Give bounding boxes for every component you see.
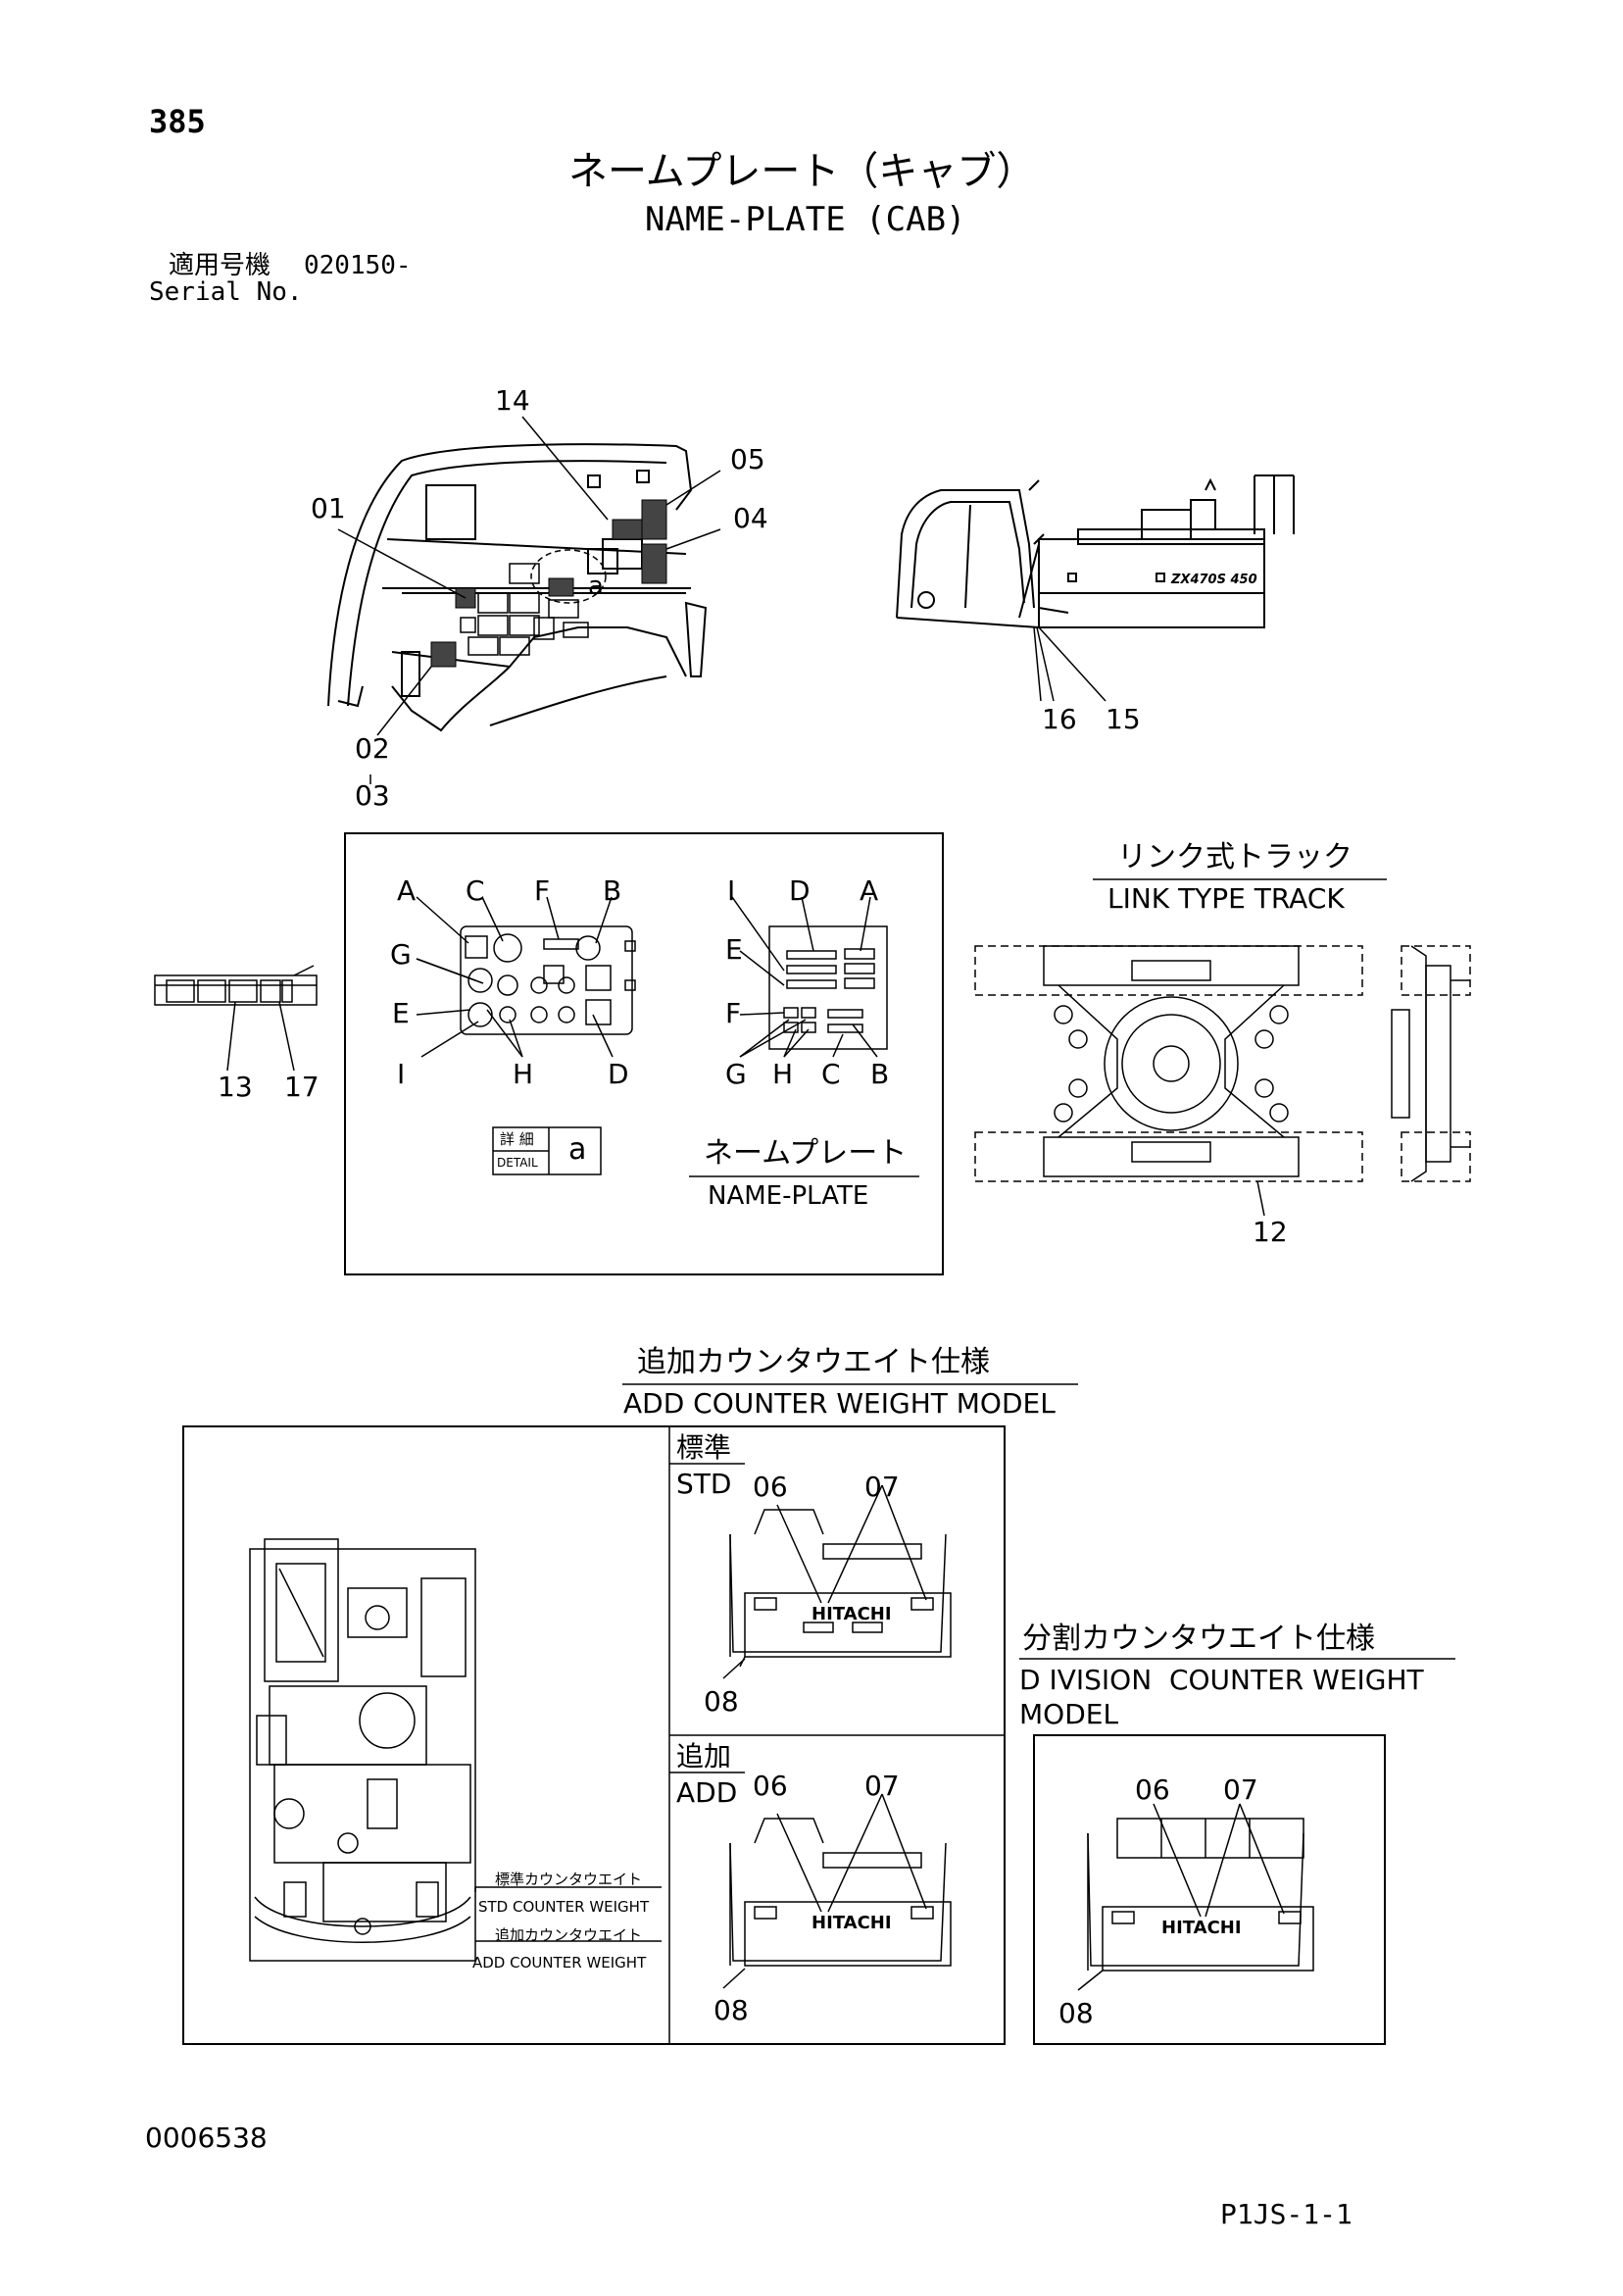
excavator-leader-lines (1033, 626, 1107, 702)
detail-a-leaders (416, 896, 614, 1058)
cab-panel-boxes (460, 549, 607, 656)
machine-model-badge: ZX470S 450 (1171, 573, 1257, 587)
top-view-leaders (474, 1886, 662, 1942)
add-brand-label: HITACHI (812, 1913, 892, 1933)
callout-14: 14 (495, 384, 530, 417)
std-cw-label-jp: 標準カウンタウエイト (495, 1871, 643, 1888)
small-panel-drawing (154, 965, 318, 1072)
std-callout-07: 07 (864, 1471, 900, 1503)
top-view-drawing (249, 1538, 476, 1962)
name-plate-leaders (689, 896, 919, 1177)
detail-letter-g: G (390, 938, 412, 971)
doc-number: 0006538 (145, 2121, 268, 2154)
detail-letter-e: E (392, 997, 410, 1029)
division-callout-06: 06 (1135, 1773, 1170, 1806)
division-callout-07: 07 (1223, 1773, 1258, 1806)
detail-a-drawing (460, 925, 636, 1035)
detail-box-jp: 詳 細 (500, 1130, 534, 1148)
track-drawing (974, 945, 1363, 1217)
callout-a: a (588, 572, 604, 601)
name-plate-title-jp: ネームプレート (704, 1136, 908, 1171)
detail-letter-a-top: A (397, 874, 417, 907)
add-callout-07: 07 (864, 1770, 900, 1802)
plate-letter-c: C (821, 1058, 841, 1090)
detail-letter-d-bottom: D (608, 1058, 629, 1090)
division-brand-label: HITACHI (1161, 1918, 1242, 1938)
detail-letter-c-top: C (466, 874, 485, 907)
std-leaders (722, 1484, 927, 1679)
detail-letter-h-bottom: H (513, 1058, 534, 1090)
callout-16: 16 (1042, 703, 1077, 735)
division-title-jp: 分割カウンタウエイト仕様 (1022, 1622, 1375, 1656)
plate-letter-i-top: I (727, 874, 736, 907)
callout-12: 12 (1253, 1216, 1288, 1248)
add-label-en: ADD (676, 1776, 738, 1809)
callout-17: 17 (284, 1071, 320, 1103)
name-plate-drawing (768, 925, 888, 1050)
name-plate-title-en: NAME-PLATE (708, 1181, 869, 1211)
detail-box-en: DETAIL (497, 1156, 538, 1170)
track-side-drawing (1391, 945, 1471, 1182)
plate-letter-f: F (725, 997, 742, 1029)
page-title-en: NAME-PLATE (CAB) (645, 200, 966, 239)
add-callout-06: 06 (753, 1770, 788, 1802)
page-code: P1JS-1-1 (1220, 2198, 1352, 2230)
detail-letter-b-top: B (603, 874, 622, 907)
std-brand-label: HITACHI (812, 1604, 892, 1624)
callout-01: 01 (311, 492, 346, 524)
serial-label-jp: 適用号機 (169, 251, 271, 280)
page-number: 385 (149, 103, 206, 140)
serial-value: 020150- (304, 251, 412, 280)
add-callout-08: 08 (713, 1994, 749, 2026)
cab-leader-lines (337, 416, 721, 784)
division-title-en-2: MODEL (1019, 1698, 1119, 1730)
callout-15: 15 (1106, 703, 1141, 735)
add-label-jp: 追加 (676, 1740, 732, 1772)
detail-panel-frame (344, 832, 944, 1275)
cw-title-en: ADD COUNTER WEIGHT MODEL (623, 1387, 1056, 1420)
std-label-jp: 標準 (676, 1431, 732, 1464)
page-title-jp: ネームプレート（キャブ） (568, 149, 1036, 194)
callout-04: 04 (733, 502, 768, 534)
plate-letter-a-top: A (860, 874, 879, 907)
division-rear-view (1087, 1818, 1314, 1972)
callout-03: 03 (355, 779, 390, 812)
cab-interior-drawing (327, 443, 708, 732)
excavator-side-drawing (896, 474, 1295, 628)
add-leaders (722, 1793, 927, 1989)
cw-title-jp: 追加カウンタウエイト仕様 (637, 1345, 990, 1379)
add-cw-label-en: ADD COUNTER WEIGHT (472, 1954, 647, 1972)
add-cw-label-jp: 追加カウンタウエイト (495, 1926, 643, 1944)
track-title-jp: リンク式トラック (1117, 840, 1352, 874)
add-rear-view (729, 1818, 952, 1967)
detail-letter-f-top: F (534, 874, 551, 907)
callout-05: 05 (730, 443, 765, 475)
division-title-en-1: D IVISION COUNTER WEIGHT (1019, 1664, 1424, 1696)
std-cw-label-en: STD COUNTER WEIGHT (478, 1898, 650, 1916)
callout-13: 13 (218, 1071, 253, 1103)
plate-letter-b: B (870, 1058, 890, 1090)
std-callout-06: 06 (753, 1471, 788, 1503)
detail-box-outline (492, 1126, 602, 1175)
std-rear-view (729, 1509, 952, 1668)
plate-letter-g: G (725, 1058, 747, 1090)
track-title-en: LINK TYPE TRACK (1107, 882, 1345, 915)
division-leaders (1077, 1803, 1285, 1991)
callout-02: 02 (355, 732, 390, 765)
division-frame (1033, 1734, 1386, 2045)
plate-letter-h: H (772, 1058, 794, 1090)
serial-label-en: Serial No. (149, 277, 303, 307)
detail-letter-i-bottom: I (397, 1058, 406, 1090)
plate-letter-d-top: D (789, 874, 811, 907)
cab-nameplates (430, 499, 667, 668)
division-callout-08: 08 (1058, 1997, 1094, 2029)
std-callout-08: 08 (704, 1685, 739, 1718)
plate-letter-e: E (725, 933, 743, 966)
std-label-en: STD (676, 1468, 732, 1500)
detail-box-letter: a (568, 1132, 587, 1167)
